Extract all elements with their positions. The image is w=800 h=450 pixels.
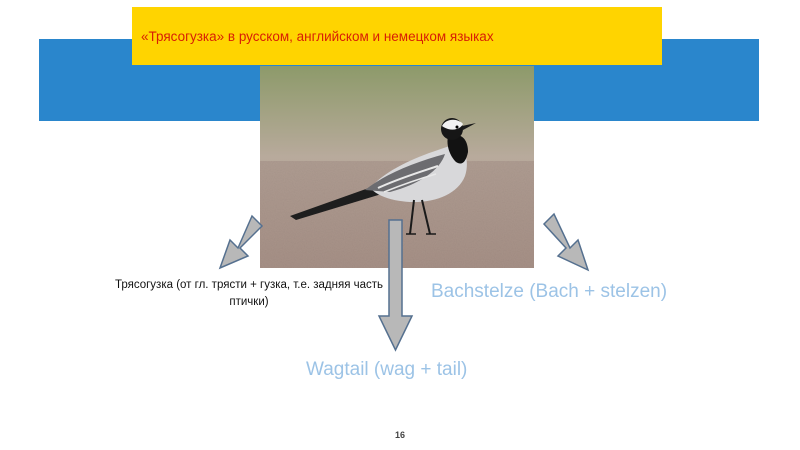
wagtail-photo [260,66,534,268]
page-number: 16 [394,430,405,440]
english-etymology-text: Wagtail (wag + tail) [306,359,468,380]
arrow-down-right-icon [542,212,590,272]
german-etymology-text: Bachstelze (Bach + stelzen) [431,281,668,302]
arrow-down-icon [377,219,414,352]
arrow-down-left-icon [218,214,264,270]
russian-etymology-text: Трясогузка (от гл. трясти + гузка, т.е. … [114,279,384,308]
slide-title: «Трясогузка» в русском, английском и нем… [141,29,494,44]
title-box: «Трясогузка» в русском, английском и нем… [132,7,662,65]
